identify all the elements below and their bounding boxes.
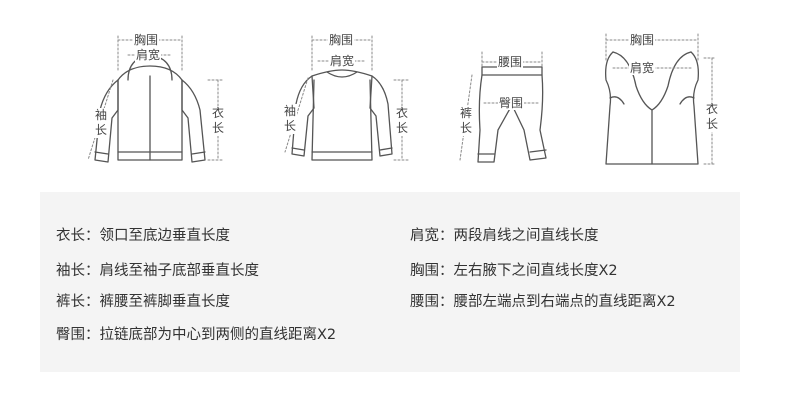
- term-desc: 领口至底边垂直长度: [99, 228, 231, 244]
- sweater-icon: [291, 69, 393, 161]
- term-label: 胸围：: [410, 263, 454, 279]
- jacket-icon: [94, 54, 206, 163]
- hip-label: 臀围: [498, 96, 525, 110]
- chest-label: 胸围: [133, 33, 160, 47]
- term-label: 袖长：: [56, 263, 100, 279]
- shoulder-label: 肩宽: [629, 61, 656, 75]
- sleeve-label: 袖长: [283, 104, 297, 134]
- definition-row: 裤长：裤腰至裤脚垂直长度: [56, 290, 230, 311]
- length-label: 衣长: [395, 106, 409, 136]
- term-desc: 拉链底部为中心到两侧的直线距离X2: [99, 327, 337, 343]
- term-desc: 两段肩线之间直线长度: [453, 228, 599, 244]
- pants-length-label: 裤长: [459, 106, 473, 136]
- chest-label: 胸围: [629, 33, 656, 47]
- term-desc: 裤腰至裤脚垂直长度: [99, 294, 231, 310]
- definition-row: 肩宽：两段肩线之间直线长度: [410, 224, 599, 245]
- term-label: 臀围：: [56, 327, 100, 343]
- term-label: 肩宽：: [410, 228, 454, 244]
- definition-row: 胸围：左右腋下之间直线长度X2: [410, 259, 618, 280]
- term-label: 裤长：: [56, 294, 100, 310]
- definitions-panel: 衣长：领口至底边垂直长度 袖长：肩线至袖子底部垂直长度 裤长：裤腰至裤脚垂直长度…: [40, 192, 740, 372]
- sleeve-label: 袖长: [94, 108, 108, 138]
- term-desc: 肩线至袖子底部垂直长度: [99, 263, 260, 279]
- definition-row: 袖长：肩线至袖子底部垂直长度: [56, 259, 259, 280]
- definition-row: 臀围：拉链底部为中心到两侧的直线距离X2: [56, 323, 336, 344]
- waist-label: 腰围: [497, 55, 524, 69]
- length-label: 衣长: [705, 102, 719, 132]
- length-label: 衣长: [211, 106, 225, 136]
- term-label: 腰围：: [410, 294, 454, 310]
- term-desc: 左右腋下之间直线长度X2: [453, 263, 618, 279]
- garment-diagram: 胸围 肩宽 袖长 衣长 胸围 肩宽 袖长 衣长 腰围 臀围 裤长 胸围 肩宽 衣…: [0, 0, 790, 190]
- shoulder-label: 肩宽: [329, 54, 356, 68]
- term-label: 衣长：: [56, 228, 100, 244]
- definition-row: 腰围：腰部左端点到右端点的直线距离X2: [410, 290, 676, 311]
- chest-label: 胸围: [328, 33, 355, 47]
- definition-row: 衣长：领口至底边垂直长度: [56, 224, 230, 245]
- term-desc: 腰部左端点到右端点的直线距离X2: [453, 294, 676, 310]
- shoulder-label: 肩宽: [135, 48, 162, 62]
- pants-icon: [477, 66, 547, 163]
